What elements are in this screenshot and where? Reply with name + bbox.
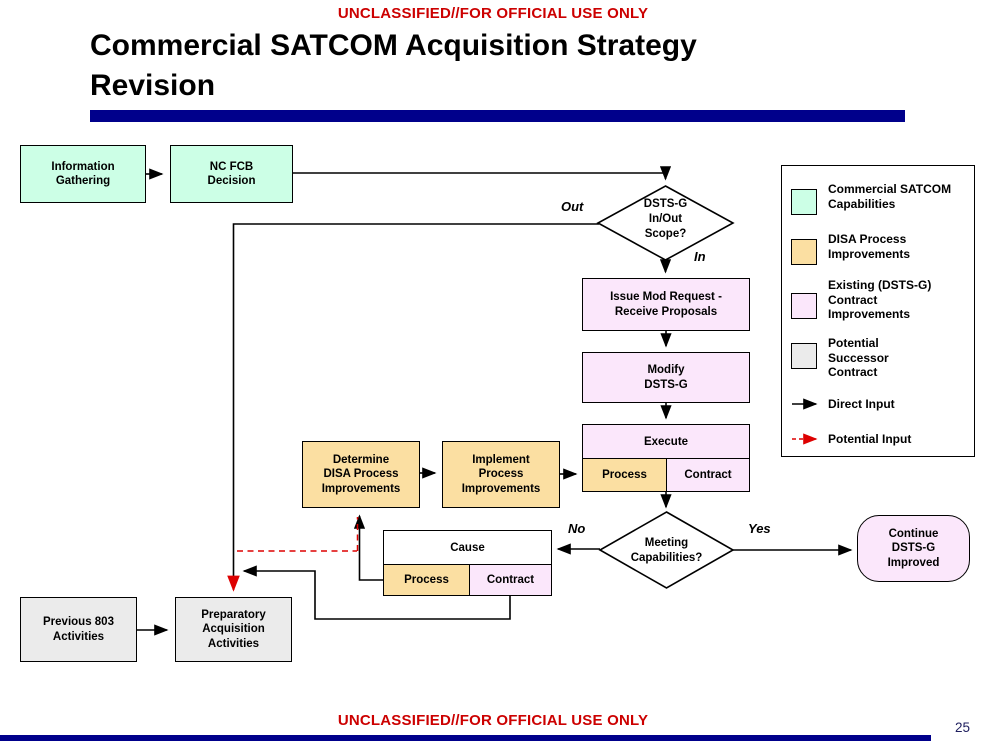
legend-label-direct-input: Direct Input xyxy=(828,397,895,411)
legend-potential-input-arrow xyxy=(792,433,818,445)
node-modify-dsts-g: Modify DSTS-G xyxy=(582,352,750,403)
legend-box: Commercial SATCOM Capabilities DISA Proc… xyxy=(781,165,975,457)
legend-swatch-pink xyxy=(791,293,817,319)
node-issue-mod-request: Issue Mod Request - Receive Proposals xyxy=(582,278,750,331)
arrow-cause-process-to-determine xyxy=(353,514,383,581)
classification-banner-top: UNCLASSIFIED//FOR OFFICIAL USE ONLY xyxy=(337,5,649,22)
node-preparatory: Preparatory Acquisition Activities xyxy=(175,597,292,662)
label-dsts-g-scope: DSTS-G In/Out Scope? xyxy=(643,198,688,240)
node-continue-dsts-g: Continue DSTS-G Improved xyxy=(857,515,970,582)
legend-label-commercial-satcom: Commercial SATCOM Capabilities xyxy=(828,182,952,211)
title-underline-bar xyxy=(90,110,905,122)
execute-process-cell: Process xyxy=(583,459,667,491)
classification-banner-bottom: UNCLASSIFIED//FOR OFFICIAL USE ONLY xyxy=(337,712,649,729)
edge-label-no: No xyxy=(568,521,586,536)
node-determine-disa: Determine DISA Process Improvements xyxy=(302,441,420,508)
page-title: Commercial SATCOM Acquisition Strategy R… xyxy=(90,29,697,102)
legend-swatch-tan xyxy=(791,239,817,265)
execute-subrow: Process Contract xyxy=(583,459,749,491)
label-meeting-capabilities: Meeting Capabilities? xyxy=(630,537,703,564)
node-implement-process: Implement Process Improvements xyxy=(442,441,560,508)
line-cause-contract-to-out-path xyxy=(242,565,511,620)
page-number: 25 xyxy=(955,720,971,735)
cause-subrow: Process Contract xyxy=(384,565,551,595)
legend-swatch-mint xyxy=(791,189,817,215)
cause-process-cell: Process xyxy=(384,565,470,595)
node-cause: Cause Process Contract xyxy=(383,530,552,596)
node-previous-803: Previous 803 Activities xyxy=(20,597,137,662)
arrow-ncfcb-to-scope-diamond xyxy=(293,166,672,181)
node-execute: Execute Process Contract xyxy=(582,424,750,492)
legend-label-existing-contract: Existing (DSTS-G) Contract Improvements xyxy=(828,278,932,322)
legend-direct-input-arrow xyxy=(792,398,818,410)
execute-contract-cell: Contract xyxy=(667,459,749,491)
legend-label-disa-process: DISA Process Improvements xyxy=(828,232,911,261)
legend-label-potential-successor: Potential Successor Contract xyxy=(828,336,889,380)
decision-diamond-meeting xyxy=(598,511,735,589)
edge-label-out: Out xyxy=(561,199,584,214)
execute-header: Execute xyxy=(583,425,749,459)
cause-header: Cause xyxy=(384,531,551,565)
cause-contract-cell: Contract xyxy=(470,565,551,595)
node-nc-fcb-decision: NC FCB Decision xyxy=(170,145,293,203)
legend-label-potential-input: Potential Input xyxy=(828,432,912,446)
decision-diamond-scope xyxy=(596,185,735,261)
line-out-path xyxy=(232,223,599,579)
legend-swatch-gray xyxy=(791,343,817,369)
edge-label-in: In xyxy=(694,249,706,264)
footer-bar xyxy=(0,735,931,741)
edge-label-yes: Yes xyxy=(748,521,771,536)
node-information-gathering: Information Gathering xyxy=(20,145,146,203)
